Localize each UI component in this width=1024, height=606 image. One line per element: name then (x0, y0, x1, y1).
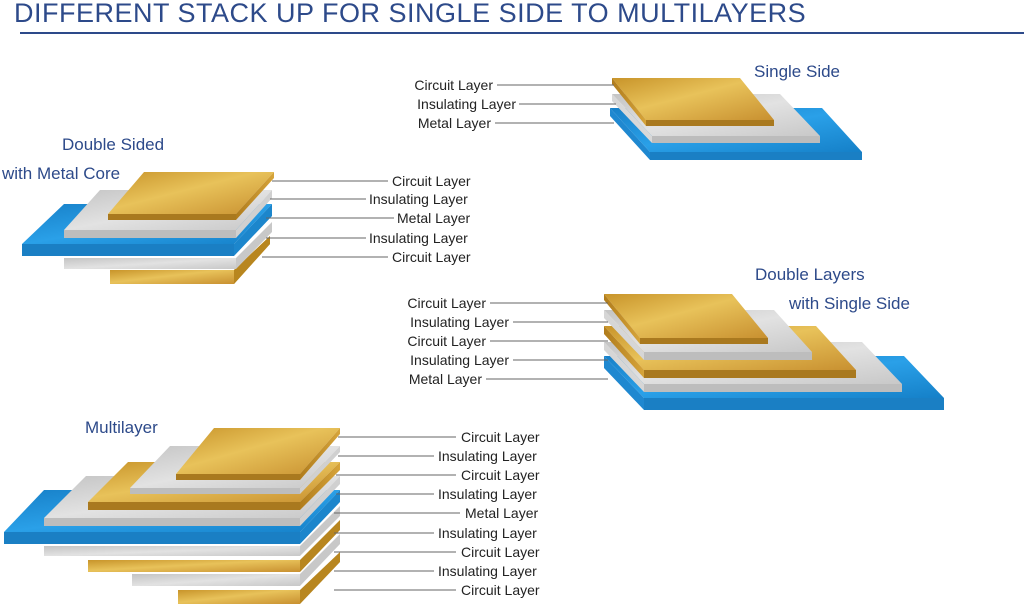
double-sided-caption-line2: with Metal Core (2, 164, 121, 183)
double-sided-label-3: Metal Layer (397, 210, 471, 226)
double-sided-label-4: Insulating Layer (369, 230, 468, 246)
multilayer-label-4: Insulating Layer (438, 486, 537, 502)
double-sided-label-1: Circuit Layer (392, 173, 471, 189)
double-layers-label-5: Metal Layer (408, 371, 482, 387)
multilayer-label-1: Circuit Layer (461, 429, 540, 445)
single-side-label-circuit: Circuit Layer (414, 77, 493, 93)
single-side-caption: Single Side (754, 62, 841, 81)
multilayer-label-9: Circuit Layer (461, 582, 540, 598)
multilayer-label-6: Insulating Layer (438, 525, 537, 541)
double-sided-leaders (262, 180, 394, 258)
double-layers-label-1: Circuit Layer (407, 295, 486, 311)
double-sided-stack (22, 172, 274, 284)
multilayer-label-3: Circuit Layer (461, 467, 540, 483)
double-layers-label-3: Circuit Layer (407, 333, 486, 349)
double-sided-caption-line1: Double Sided (62, 135, 165, 154)
multilayer-label-5: Metal Layer (465, 505, 539, 521)
double-sided-label-5: Circuit Layer (392, 249, 471, 265)
multilayer-label-7: Circuit Layer (461, 544, 540, 560)
multilayer-stack (4, 428, 340, 604)
single-side-stack (610, 78, 862, 160)
page-title: DIFFERENT STACK UP FOR SINGLE SIDE TO MU… (14, 0, 807, 28)
single-side-label-metal: Metal Layer (417, 115, 491, 131)
double-layers-leaders (486, 302, 608, 380)
single-side-label-insulating: Insulating Layer (417, 96, 516, 112)
multilayer-label-2: Insulating Layer (438, 448, 537, 464)
multilayer-label-8: Insulating Layer (438, 563, 537, 579)
double-layers-label-2: Insulating Layer (410, 314, 509, 330)
multilayer-caption: Multilayer (85, 418, 158, 437)
double-sided-label-2: Insulating Layer (369, 191, 468, 207)
single-side-leaders (495, 84, 616, 124)
double-layers-caption-line1: Double Layers (755, 265, 865, 284)
title-underline (20, 32, 1024, 34)
multilayer-leaders (334, 436, 460, 591)
double-layers-caption-line2: with Single Side (789, 294, 910, 313)
double-layers-stack (604, 294, 944, 410)
double-layers-label-4: Insulating Layer (410, 352, 509, 368)
